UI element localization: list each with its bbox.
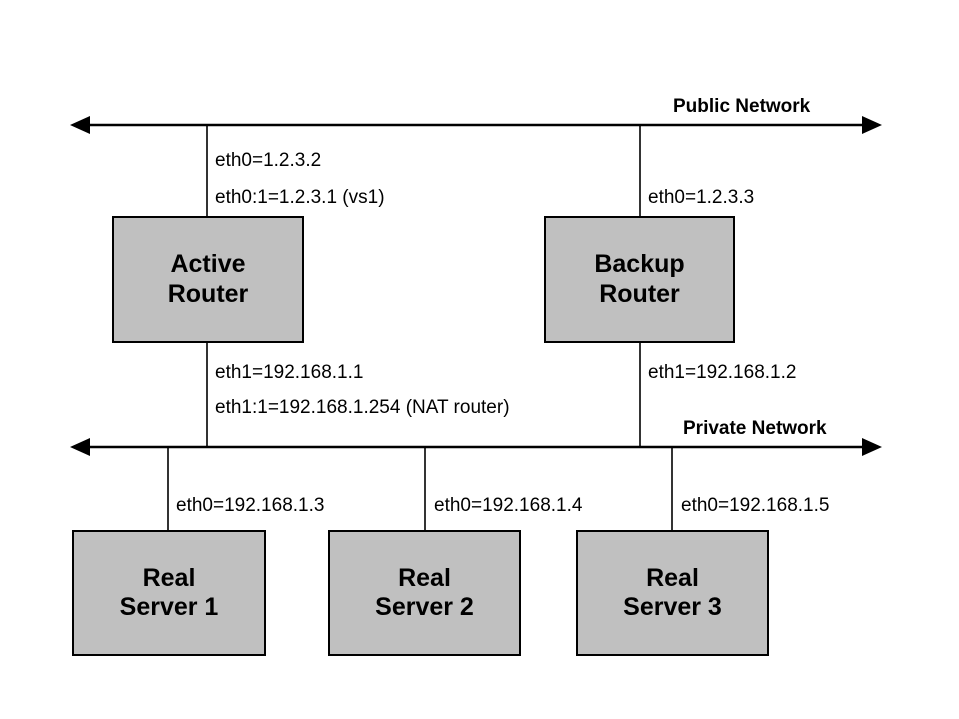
private-bus-left-arrowhead — [70, 438, 90, 456]
real-server-3-node[interactable]: Real Server 3 — [576, 530, 769, 656]
active-router-label-line1: Active — [170, 250, 246, 278]
real-server-1-eth0-label: eth0=192.168.1.3 — [176, 495, 325, 516]
active-router-label-line2: Router — [167, 279, 249, 308]
public-bus-right-arrowhead — [862, 116, 882, 134]
real-server-1-node[interactable]: Real Server 1 — [72, 530, 266, 656]
backup-router-label-line1: Backup — [594, 250, 685, 278]
active-router-eth1-label: eth1=192.168.1.1 — [215, 362, 364, 383]
private-network-bus-label: Private Network — [683, 418, 827, 439]
public-network-bus-label: Public Network — [673, 96, 811, 117]
real-server-2-eth0-label: eth0=192.168.1.4 — [434, 495, 583, 516]
real-server-1-label-line2: Server 1 — [119, 593, 219, 621]
backup-router-eth0-label: eth0=1.2.3.3 — [648, 187, 755, 208]
private-bus-right-arrowhead — [862, 438, 882, 456]
real-server-3-label-line2: Server 3 — [623, 593, 722, 621]
active-router-node[interactable]: Active Router — [112, 216, 304, 343]
backup-router-node[interactable]: Backup Router — [544, 216, 735, 343]
active-router-eth0-label: eth0=1.2.3.2 — [215, 150, 322, 171]
public-network-bus — [70, 116, 882, 134]
real-server-2-node[interactable]: Real Server 2 — [328, 530, 521, 656]
real-server-2-label-line2: Server 2 — [375, 593, 474, 621]
private-network-bus — [70, 438, 882, 456]
backup-router-label-line2: Router — [599, 279, 680, 308]
real-server-3-eth0-label: eth0=192.168.1.5 — [681, 495, 830, 516]
real-server-3-label-line1: Real — [646, 563, 699, 592]
public-bus-left-arrowhead — [70, 116, 90, 134]
active-router-eth0-alias-label: eth0:1=1.2.3.1 (vs1) — [215, 187, 385, 208]
backup-router-eth1-label: eth1=192.168.1.2 — [648, 362, 797, 383]
real-server-2-label-line1: Real — [398, 563, 451, 592]
real-server-1-label-line1: Real — [142, 563, 196, 592]
active-router-eth1-alias-label: eth1:1=192.168.1.254 (NAT router) — [215, 397, 510, 418]
